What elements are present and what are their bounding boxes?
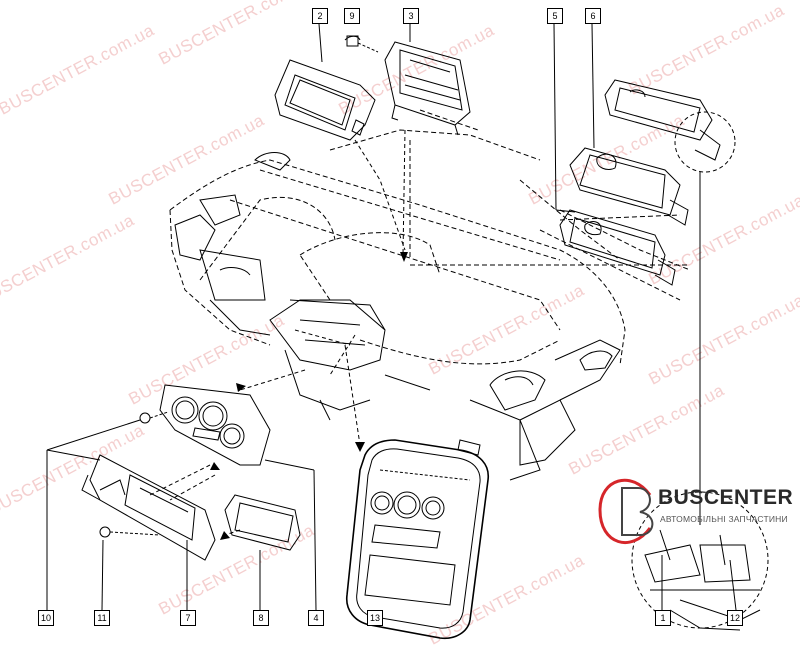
callout-11: 11 [94,610,110,626]
dashboard-outline [169,109,691,366]
callout-12: 12 [727,610,743,626]
arrow-heads [210,252,408,540]
part-10-screw [139,411,169,424]
callout-3: 3 [403,8,419,24]
part-5-trim [569,147,689,226]
part-5-lower-trim [559,209,676,286]
callout-1: 1 [655,610,671,626]
callout-13: 13 [367,610,383,626]
logo-tagline: АВТОМОБІЛЬНІ ЗАПЧАСТИНИ [660,514,788,524]
detail-circle-top [674,111,736,173]
part-8-cover [224,494,301,551]
detail-circle-bottom [631,491,769,631]
part-11-screw [99,526,161,538]
callout-2: 2 [312,8,328,24]
leader-lines [46,23,737,625]
callout-9: 9 [344,8,360,24]
assembly-arrows [149,129,406,536]
part-3-display-unit [384,41,471,136]
part-9-clip [344,35,379,53]
part-13-console-bezel [345,439,489,640]
buscenter-logo-mark [598,478,654,545]
callout-8: 8 [253,610,269,626]
callout-10: 10 [38,610,54,626]
part-6-trim [604,79,721,161]
part-2-display-cover [274,59,376,141]
part-7-bracket [81,454,216,561]
callout-6: 6 [585,8,601,24]
dashboard-details [174,152,621,481]
callout-7: 7 [180,610,196,626]
buscenter-logo: BUSCENTER АВТОМОБІЛЬНІ ЗАПЧАСТИНИ [600,466,794,536]
logo-brand: BUSCENTER [658,486,794,509]
callout-4: 4 [308,610,324,626]
callout-5: 5 [547,8,563,24]
part-10-instrument-trim [159,384,271,466]
